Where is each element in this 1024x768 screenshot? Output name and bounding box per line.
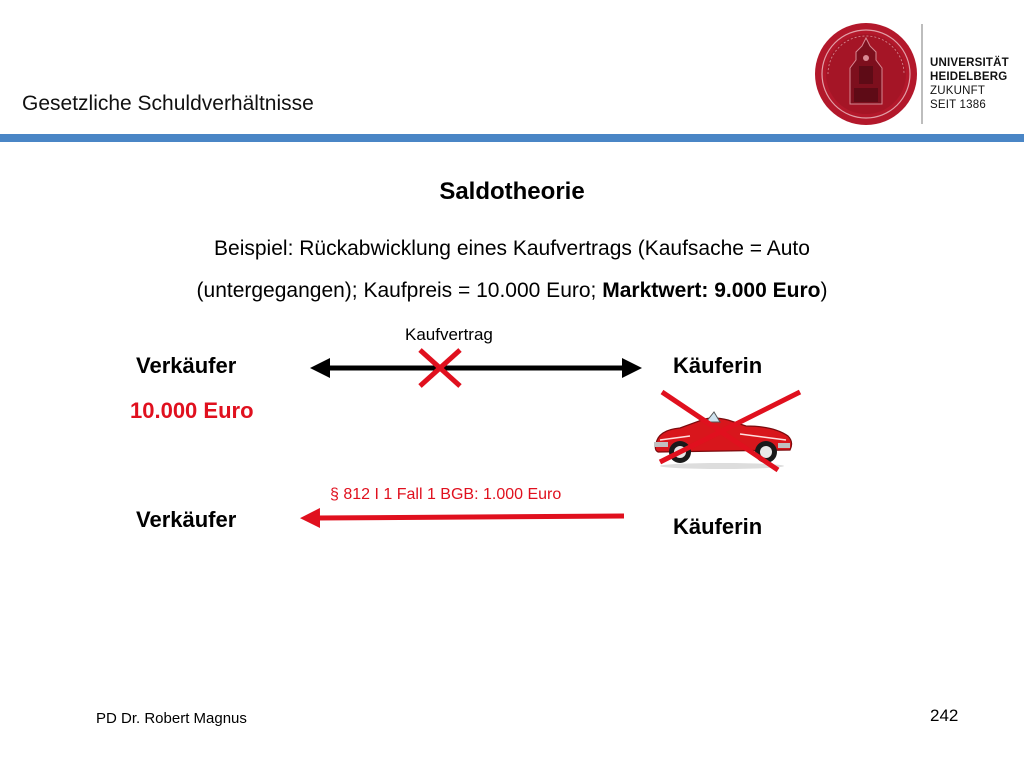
wordmark-line-2: HEIDELBERG — [930, 71, 1008, 83]
section-title: Gesetzliche Schuldverhältnisse — [22, 92, 314, 115]
example-line-2-end: ) — [820, 279, 828, 302]
claim-label: § 812 I 1 Fall 1 BGB: 1.000 Euro — [330, 486, 562, 503]
university-seal-icon — [815, 23, 917, 125]
university-wordmark: UNIVERSITÄT HEIDELBERG ZUKUNFT SEIT 1386 — [930, 56, 1009, 112]
contract-label: Kaufvertrag — [405, 325, 493, 344]
buyer-label-bottom: Käuferin — [673, 514, 763, 539]
header-divider — [0, 134, 1024, 142]
buyer-label-top: Käuferin — [673, 353, 763, 378]
slide-title: Saldotheorie — [439, 178, 585, 205]
logo-divider — [921, 24, 923, 124]
claim-arrow — [300, 507, 625, 528]
example-line-2: (untergegangen); Kaufpreis = 10.000 Euro… — [100, 270, 924, 312]
wordmark-line-1: UNIVERSITÄT — [930, 57, 1009, 69]
purchase-price: 10.000 Euro — [130, 398, 254, 423]
car-cross-icon — [658, 389, 802, 473]
wordmark-line-3: ZUKUNFT — [930, 85, 986, 97]
seller-label-bottom: Verkäufer — [136, 507, 237, 532]
example-text: Beispiel: Rückabwicklung eines Kaufvertr… — [100, 228, 924, 312]
page-number: 242 — [930, 706, 959, 725]
example-line-2-text: (untergegangen); Kaufpreis = 10.000 Euro… — [196, 279, 603, 302]
seller-label-top: Verkäufer — [136, 353, 237, 378]
example-line-1: Beispiel: Rückabwicklung eines Kaufvertr… — [214, 237, 810, 260]
wordmark-line-4: SEIT 1386 — [930, 99, 986, 111]
market-value: Marktwert: 9.000 Euro — [602, 279, 821, 302]
cross-icon — [418, 348, 462, 388]
footer-author: PD Dr. Robert Magnus — [96, 710, 247, 727]
